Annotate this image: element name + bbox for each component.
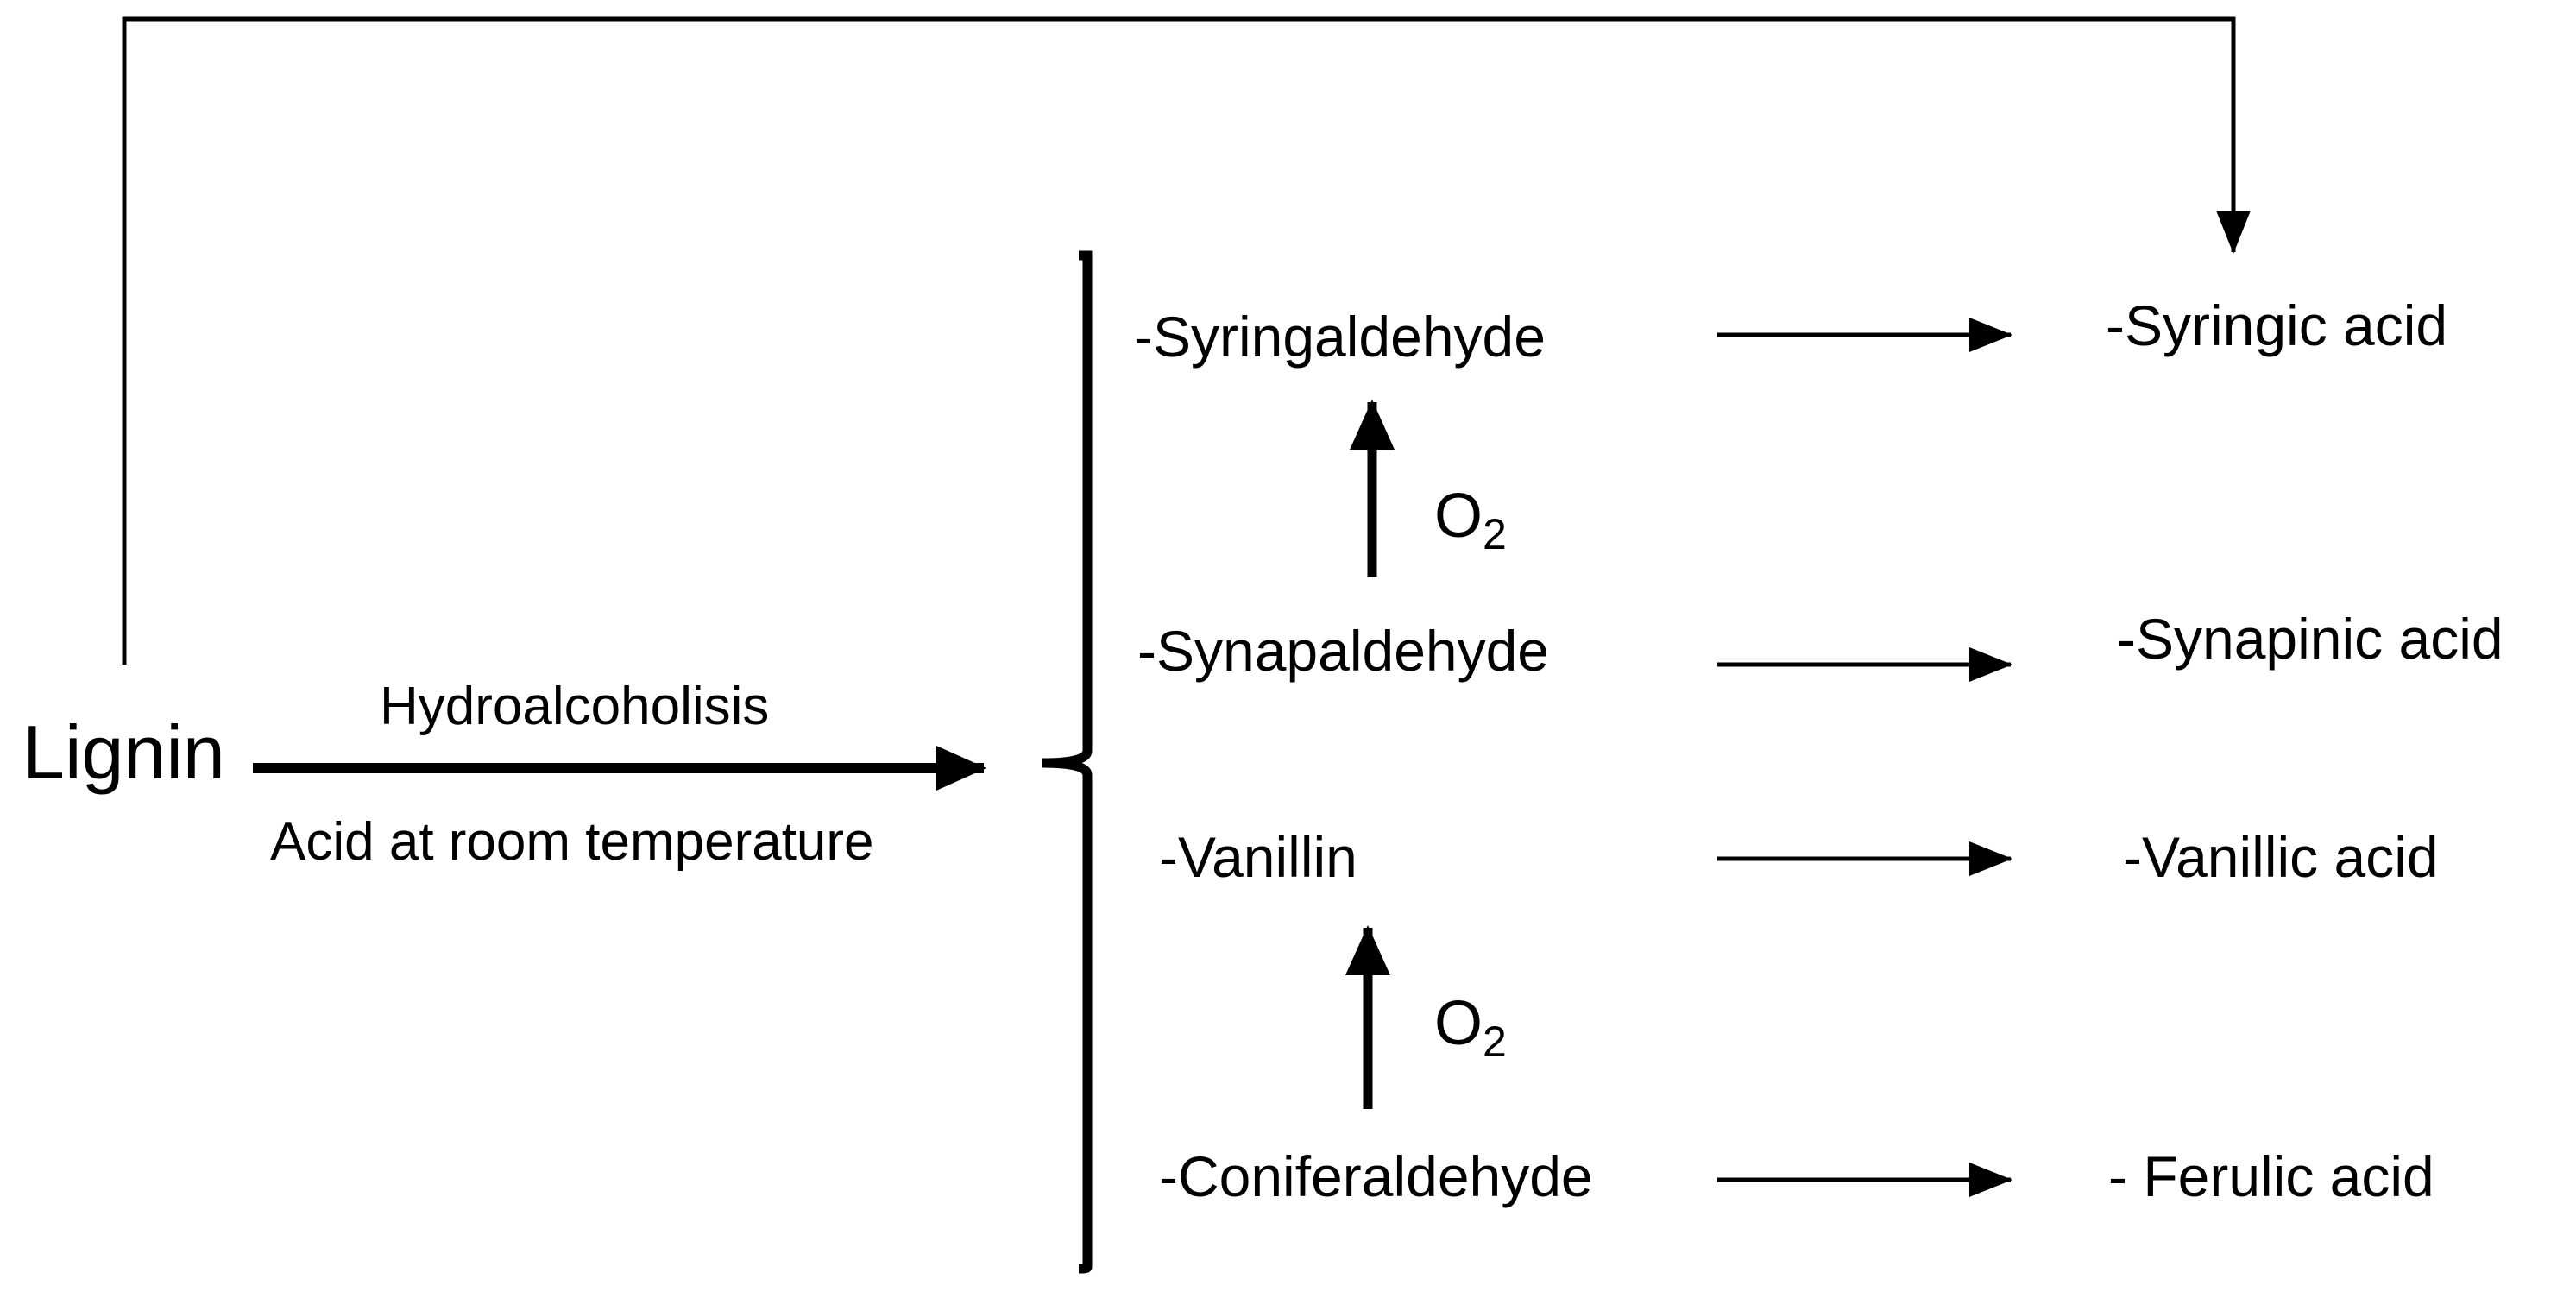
aldehyde-label-vanillin: -Vanillin	[1159, 825, 1357, 889]
acid-label-syringic: -Syringic acid	[2106, 293, 2448, 357]
oxidant-label-lower: O2	[1434, 993, 1507, 1063]
condition-above-arrow: Hydroalcoholisis	[380, 677, 770, 736]
aldehyde-label-synapaldehyde: -Synapaldehyde	[1137, 619, 1550, 683]
bypass-path-line	[122, 16, 2251, 665]
acid-label-vanillic: -Vanillic acid	[2123, 825, 2439, 889]
oxidant-label-upper: O2	[1434, 485, 1507, 556]
oxidant-subscript: 2	[1483, 1018, 1507, 1066]
aldehyde-label-syringaldehyde: -Syringaldehyde	[1134, 305, 1546, 369]
oxidant-symbol: O	[1434, 482, 1483, 551]
acid-label-ferulic: - Ferulic acid	[2108, 1144, 2434, 1208]
products-bracket	[1042, 250, 1093, 1274]
lignin-label: Lignin	[22, 709, 225, 795]
aldehyde-label-coniferaldehyde: -Coniferaldehyde	[1159, 1144, 1593, 1208]
acid-label-synapinic: -Synapinic acid	[2117, 607, 2504, 671]
condition-below-arrow: Acid at room temperature	[270, 812, 874, 872]
oxidant-subscript: 2	[1483, 510, 1507, 558]
oxidant-symbol: O	[1434, 989, 1483, 1058]
